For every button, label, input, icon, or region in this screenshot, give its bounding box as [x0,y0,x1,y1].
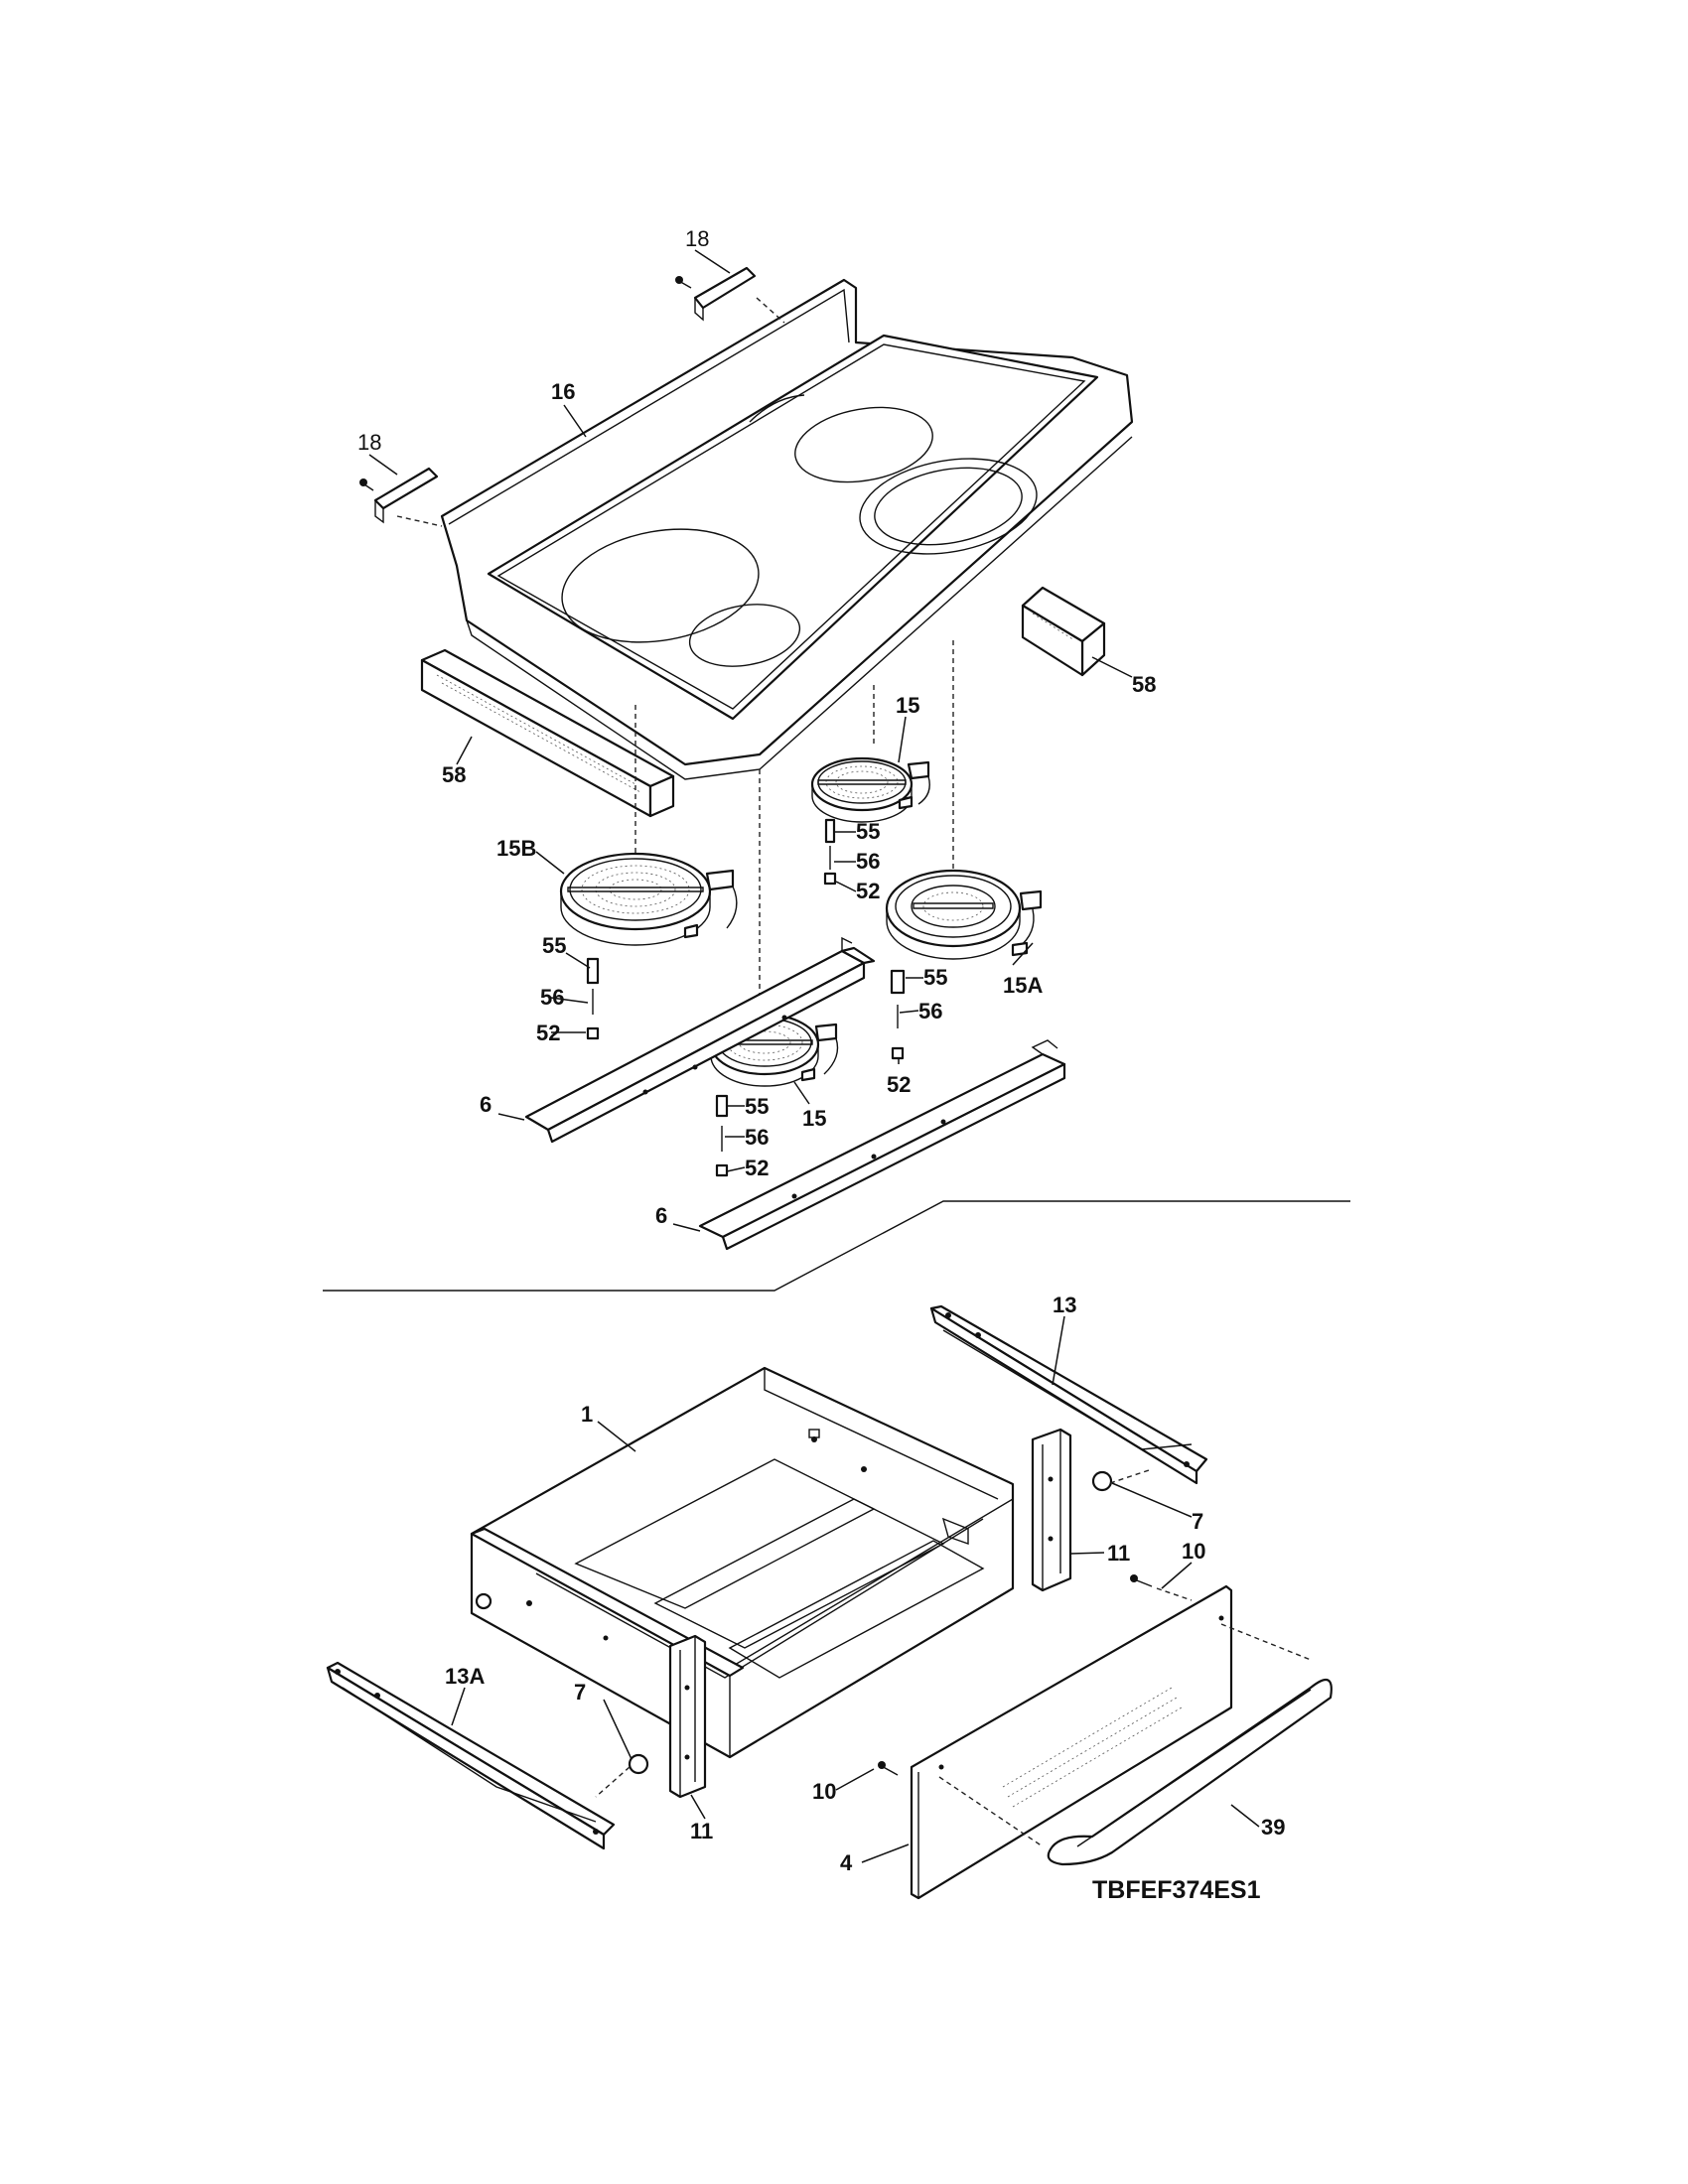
part-labels: 18 18 16 58 58 15 15B 55 56 52 55 56 52 … [357,226,1285,1904]
drawing-code: TBFEF374ES1 [1092,1876,1261,1904]
part-label-55: 55 [745,1094,769,1119]
part-label-56: 56 [745,1125,769,1150]
part-label-56: 56 [856,849,880,874]
surface-element-part-15-top [810,756,930,886]
support-rail-part-6-left [524,936,876,1144]
part-label-13: 13 [1053,1293,1076,1317]
part-label-10: 10 [812,1779,836,1804]
slide-rail-part-13A [326,1661,616,1850]
drawer-front-panel-part-4 [910,1584,1312,1900]
drawer-box-part-1 [470,1366,1015,1759]
part-label-52: 52 [536,1021,560,1045]
part-label-58: 58 [1132,672,1156,697]
part-label-52: 52 [745,1156,769,1180]
main-top-part-16 [440,278,1134,780]
part-label-56: 56 [540,985,564,1010]
bracket-part-11-right [1031,1428,1072,1592]
roller-part-7-right [1091,1468,1153,1492]
part-label-15A: 15A [1003,973,1043,998]
part-label-15: 15 [802,1106,826,1131]
part-label-1: 1 [581,1402,593,1427]
roller-part-7-left [595,1753,649,1798]
slide-rail-part-13 [929,1304,1208,1485]
part-label-4: 4 [840,1850,853,1875]
insulation-part-58-left [420,648,675,818]
bracket-part-18-left [359,467,443,527]
part-label-15B: 15B [496,836,536,861]
part-label-11: 11 [1107,1541,1130,1566]
part-label-39: 39 [1261,1815,1285,1840]
part-label-11: 11 [690,1819,713,1843]
section-divider-line [323,1200,1350,1292]
drawer-handle-part-39 [1047,1678,1333,1866]
part-label-56: 56 [918,999,942,1024]
part-label-18: 18 [685,226,709,251]
screw-part-10-right [1130,1574,1193,1601]
surface-element-part-15A [885,869,1043,1060]
support-rail-part-6-bottom [698,1039,1066,1251]
part-label-18: 18 [357,430,381,455]
part-label-55: 55 [856,819,880,844]
part-label-6: 6 [480,1092,492,1117]
part-label-15: 15 [896,693,919,718]
part-label-55: 55 [542,933,566,958]
screw-part-10-left [878,1761,899,1776]
insulation-part-58-right [1021,586,1106,677]
part-label-13A: 13A [445,1664,485,1689]
part-label-52: 52 [887,1072,911,1097]
part-label-7: 7 [1192,1509,1203,1534]
bracket-part-11-left [668,1634,707,1799]
part-label-55: 55 [923,965,947,990]
leader-lines [368,249,1260,1863]
part-label-7: 7 [574,1680,586,1705]
part-label-10: 10 [1182,1539,1205,1564]
part-label-52: 52 [856,879,880,903]
surface-element-part-15B [559,852,738,1040]
part-label-16: 16 [551,379,575,404]
part-label-6: 6 [655,1203,667,1228]
part-label-58: 58 [442,762,466,787]
bracket-part-18-right [675,266,785,324]
drawer-section [326,1304,1333,1900]
cooktop-section [359,266,1134,1251]
